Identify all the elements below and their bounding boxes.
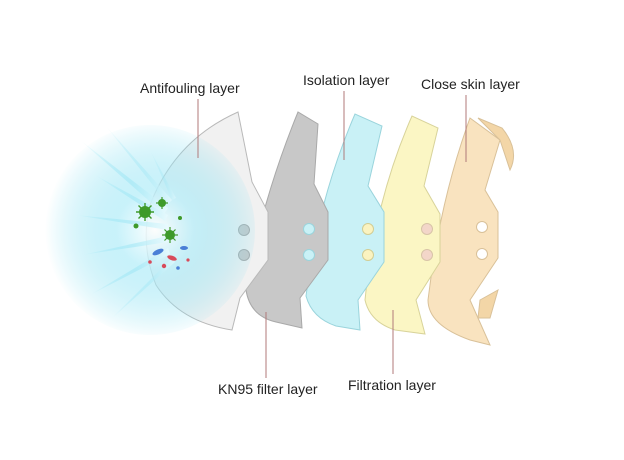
isolation-hole-bottom <box>362 249 374 261</box>
close-skin-flap-top <box>477 117 515 172</box>
filtration-hole-bottom <box>421 249 433 261</box>
isolation-layer-label: Isolation layer <box>303 72 390 88</box>
isolation-layer <box>305 113 385 331</box>
close-skin-hole-top <box>476 221 488 233</box>
isolation-hole-top <box>362 223 374 235</box>
virus-particles-icon <box>133 197 182 243</box>
kn95-filter-layer-label: KN95 filter layer <box>218 381 318 397</box>
antifouling-layer-label: Antifouling layer <box>140 80 240 96</box>
isolation-layer-shape <box>305 113 385 331</box>
kn95-hole-top <box>303 223 315 235</box>
filtration-hole-top <box>421 223 433 235</box>
bacteria-particles-icon <box>148 246 190 270</box>
leader-lines <box>197 91 467 378</box>
close-skin-flap-bottom <box>477 288 499 319</box>
airflow-light-rays <box>45 125 255 335</box>
filtration-layer-shape <box>364 115 441 335</box>
filtration-layer <box>364 115 441 335</box>
close-skin-hole-bottom <box>476 248 488 260</box>
close-skin-layer <box>427 117 515 346</box>
filtration-layer-label: Filtration layer <box>348 377 436 393</box>
close-skin-layer-shape <box>427 117 501 346</box>
close-skin-layer-label: Close skin layer <box>421 76 520 92</box>
kn95-hole-bottom <box>303 249 315 261</box>
